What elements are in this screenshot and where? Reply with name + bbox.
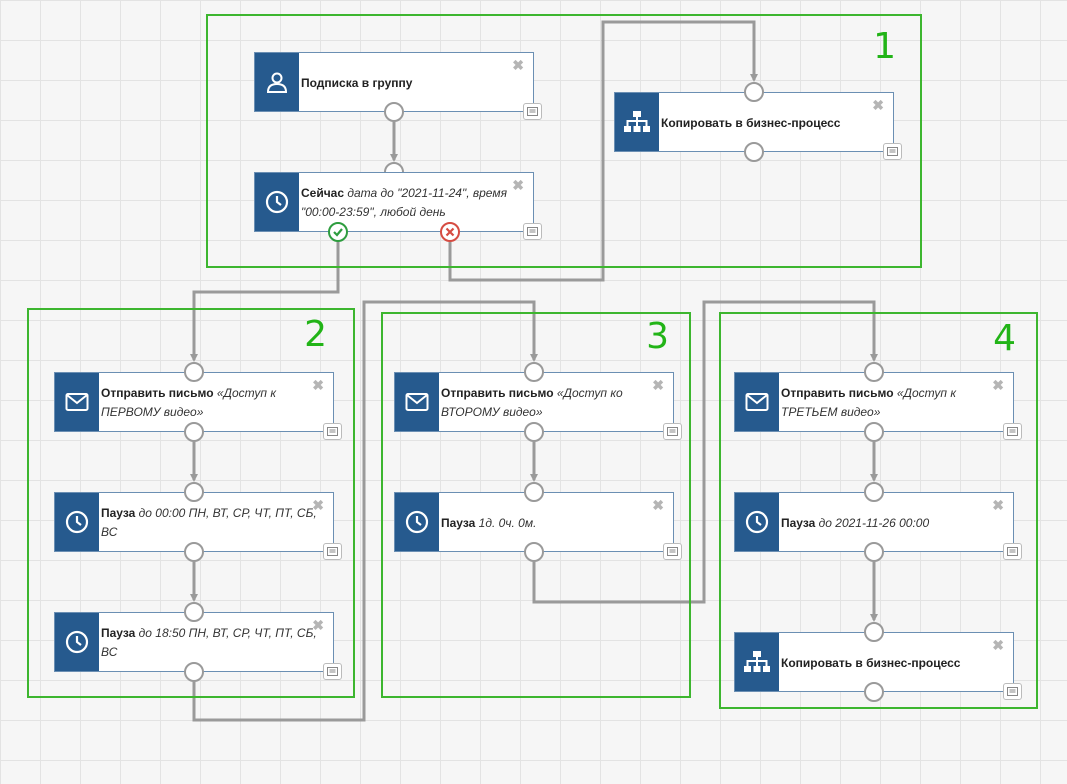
block-text: Пауза до 18:50 ПН, ВТ, СР, ЧТ, ПТ, СБ, В…	[101, 626, 317, 659]
group-frame-1: 1	[206, 14, 922, 268]
clock-icon	[55, 613, 99, 671]
block-now-condition[interactable]: Сейчас дата до "2021-11-24", время "00:0…	[254, 172, 542, 240]
close-icon[interactable]: ✖	[312, 497, 324, 513]
input-port[interactable]	[184, 362, 204, 382]
hierarchy-icon	[735, 633, 779, 691]
check-icon	[333, 228, 343, 237]
close-icon[interactable]: ✖	[992, 637, 1004, 653]
output-port[interactable]	[864, 422, 884, 442]
block-text: Отправить письмо «Доступ к ТРЕТЬЕМ видео…	[781, 386, 957, 419]
input-port[interactable]	[524, 362, 544, 382]
block-pause-second[interactable]: Пауза до 18:50 ПН, ВТ, СР, ЧТ, ПТ, СБ, В…	[54, 612, 342, 680]
input-port[interactable]	[864, 482, 884, 502]
comment-icon[interactable]	[523, 103, 542, 120]
group-number: 3	[646, 316, 669, 357]
output-port[interactable]	[744, 142, 764, 162]
output-port[interactable]	[864, 542, 884, 562]
block-text: Подписка в группу	[301, 75, 413, 90]
close-icon[interactable]: ✖	[652, 497, 664, 513]
block-send-email-first[interactable]: Отправить письмо «Доступ к ПЕРВОМУ видео…	[54, 372, 342, 440]
close-icon[interactable]: ✖	[512, 177, 524, 193]
output-port[interactable]	[384, 102, 404, 122]
clock-icon	[395, 493, 439, 551]
group-number: 4	[993, 318, 1016, 359]
clock-icon	[255, 173, 299, 231]
user-icon	[255, 53, 299, 111]
input-port[interactable]	[524, 482, 544, 502]
block-text: Пауза 1д. 0ч. 0м.	[441, 515, 537, 530]
clock-icon	[55, 493, 99, 551]
input-port[interactable]	[744, 82, 764, 102]
close-icon[interactable]: ✖	[312, 617, 324, 633]
block-text: Отправить письмо «Доступ к ПЕРВОМУ видео…	[101, 386, 277, 419]
clock-icon	[735, 493, 779, 551]
close-icon[interactable]: ✖	[312, 377, 324, 393]
output-port[interactable]	[524, 542, 544, 562]
input-port[interactable]	[864, 362, 884, 382]
close-icon[interactable]: ✖	[872, 97, 884, 113]
block-text: Пауза до 2021-11-26 00:00	[781, 515, 930, 530]
block-text: Копировать в бизнес-процесс	[781, 655, 961, 670]
comment-icon[interactable]	[1003, 423, 1022, 440]
envelope-icon	[735, 373, 779, 431]
block-text: Сейчас дата до "2021-11-24", время "00:0…	[301, 186, 507, 219]
comment-icon[interactable]	[883, 143, 902, 160]
close-icon[interactable]: ✖	[992, 377, 1004, 393]
close-icon[interactable]: ✖	[512, 57, 524, 73]
output-port[interactable]	[184, 542, 204, 562]
group-frame-2: 2	[27, 308, 355, 698]
close-icon[interactable]: ✖	[652, 377, 664, 393]
close-icon[interactable]: ✖	[992, 497, 1004, 513]
input-port[interactable]	[184, 482, 204, 502]
block-send-email-third[interactable]: Отправить письмо «Доступ к ТРЕТЬЕМ видео…	[734, 372, 1022, 440]
yes-output-port[interactable]	[328, 222, 348, 242]
group-frame-3: 3	[381, 312, 691, 698]
comment-icon[interactable]	[1003, 683, 1022, 700]
hierarchy-icon	[615, 93, 659, 151]
block-text: Копировать в бизнес-процесс	[661, 115, 841, 130]
comment-icon[interactable]	[323, 663, 342, 680]
envelope-icon	[55, 373, 99, 431]
output-port[interactable]	[184, 422, 204, 442]
group-number: 1	[873, 26, 896, 67]
envelope-icon	[395, 373, 439, 431]
block-text: Пауза до 00:00 ПН, ВТ, СР, ЧТ, ПТ, СБ, В…	[101, 506, 317, 539]
no-output-port[interactable]	[440, 222, 460, 242]
output-port[interactable]	[524, 422, 544, 442]
input-port[interactable]	[184, 602, 204, 622]
comment-icon[interactable]	[1003, 543, 1022, 560]
output-port[interactable]	[864, 682, 884, 702]
output-port[interactable]	[184, 662, 204, 682]
input-port[interactable]	[864, 622, 884, 642]
block-text: Отправить письмо «Доступ ко ВТОРОМУ виде…	[441, 386, 623, 419]
comment-icon[interactable]	[663, 423, 682, 440]
cross-icon	[445, 227, 455, 237]
comment-icon[interactable]	[523, 223, 542, 240]
comment-icon[interactable]	[663, 543, 682, 560]
comment-icon[interactable]	[323, 543, 342, 560]
comment-icon[interactable]	[323, 423, 342, 440]
group-frame-4: 4	[719, 312, 1038, 709]
group-number: 2	[304, 314, 327, 355]
